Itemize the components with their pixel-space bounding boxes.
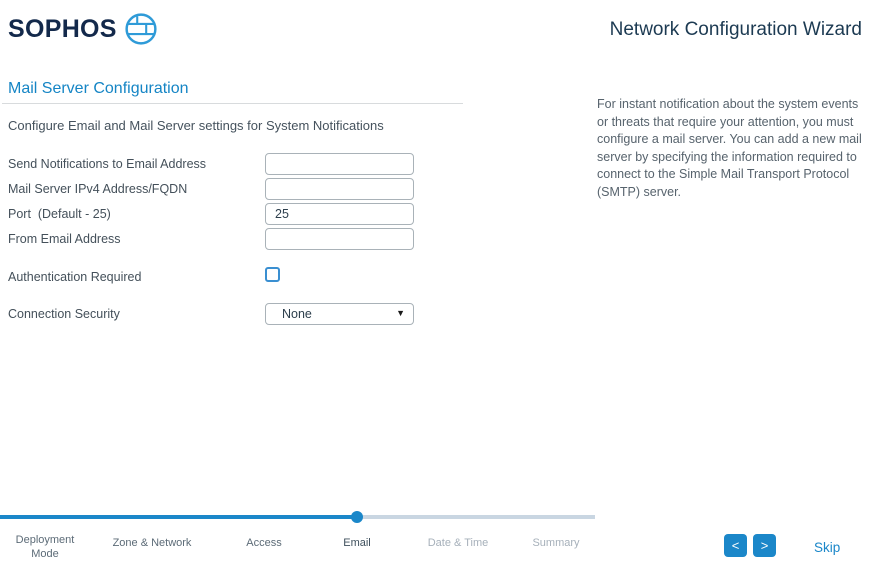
field-row-authentication: Authentication Required xyxy=(8,266,414,284)
step-email: Email xyxy=(343,537,371,549)
mail-server-input[interactable] xyxy=(265,178,414,200)
info-panel-text: For instant notification about the syste… xyxy=(597,97,862,199)
field-row-notify-email: Send Notifications to Email Address xyxy=(8,153,414,175)
port-input[interactable] xyxy=(265,203,414,225)
step-zone-network: Zone & Network xyxy=(112,537,192,549)
connection-security-label: Connection Security xyxy=(8,307,120,321)
step-deployment-mode: Deployment Mode xyxy=(15,534,75,560)
notify-email-label: Send Notifications to Email Address xyxy=(8,157,207,171)
field-row-from-email: From Email Address xyxy=(8,228,414,250)
brand-logo: SOPHOS xyxy=(8,12,158,46)
section-subheading: Configure Email and Mail Server settings… xyxy=(8,118,384,133)
field-row-connection-security: Connection Security None ▼ xyxy=(8,303,414,325)
connection-security-select[interactable]: None xyxy=(265,303,414,325)
authentication-checkbox[interactable] xyxy=(265,267,280,282)
heading-divider xyxy=(2,103,463,104)
page-title: Network Configuration Wizard xyxy=(609,19,862,40)
brand-wordmark: SOPHOS xyxy=(8,14,117,43)
from-email-label: From Email Address xyxy=(8,232,121,246)
step-date-time: Date & Time xyxy=(427,537,489,549)
field-row-mail-server: Mail Server IPv4 Address/FQDN xyxy=(8,178,414,200)
back-button[interactable]: < xyxy=(724,534,747,557)
step-access: Access xyxy=(246,537,282,549)
step-summary: Summary xyxy=(532,537,580,549)
notify-email-input[interactable] xyxy=(265,153,414,175)
mail-server-label: Mail Server IPv4 Address/FQDN xyxy=(8,182,188,196)
field-row-port: Port (Default - 25) xyxy=(8,203,414,225)
skip-link[interactable]: Skip xyxy=(814,540,841,555)
next-button[interactable]: > xyxy=(753,534,776,557)
port-label: Port (Default - 25) xyxy=(8,207,111,221)
progress-bar xyxy=(0,511,595,523)
authentication-label: Authentication Required xyxy=(8,270,142,284)
section-heading: Mail Server Configuration xyxy=(8,80,189,97)
progress-dot-icon xyxy=(351,511,363,523)
sophos-shield-icon xyxy=(125,13,157,45)
from-email-input[interactable] xyxy=(265,228,414,250)
progress-fill xyxy=(0,511,363,523)
